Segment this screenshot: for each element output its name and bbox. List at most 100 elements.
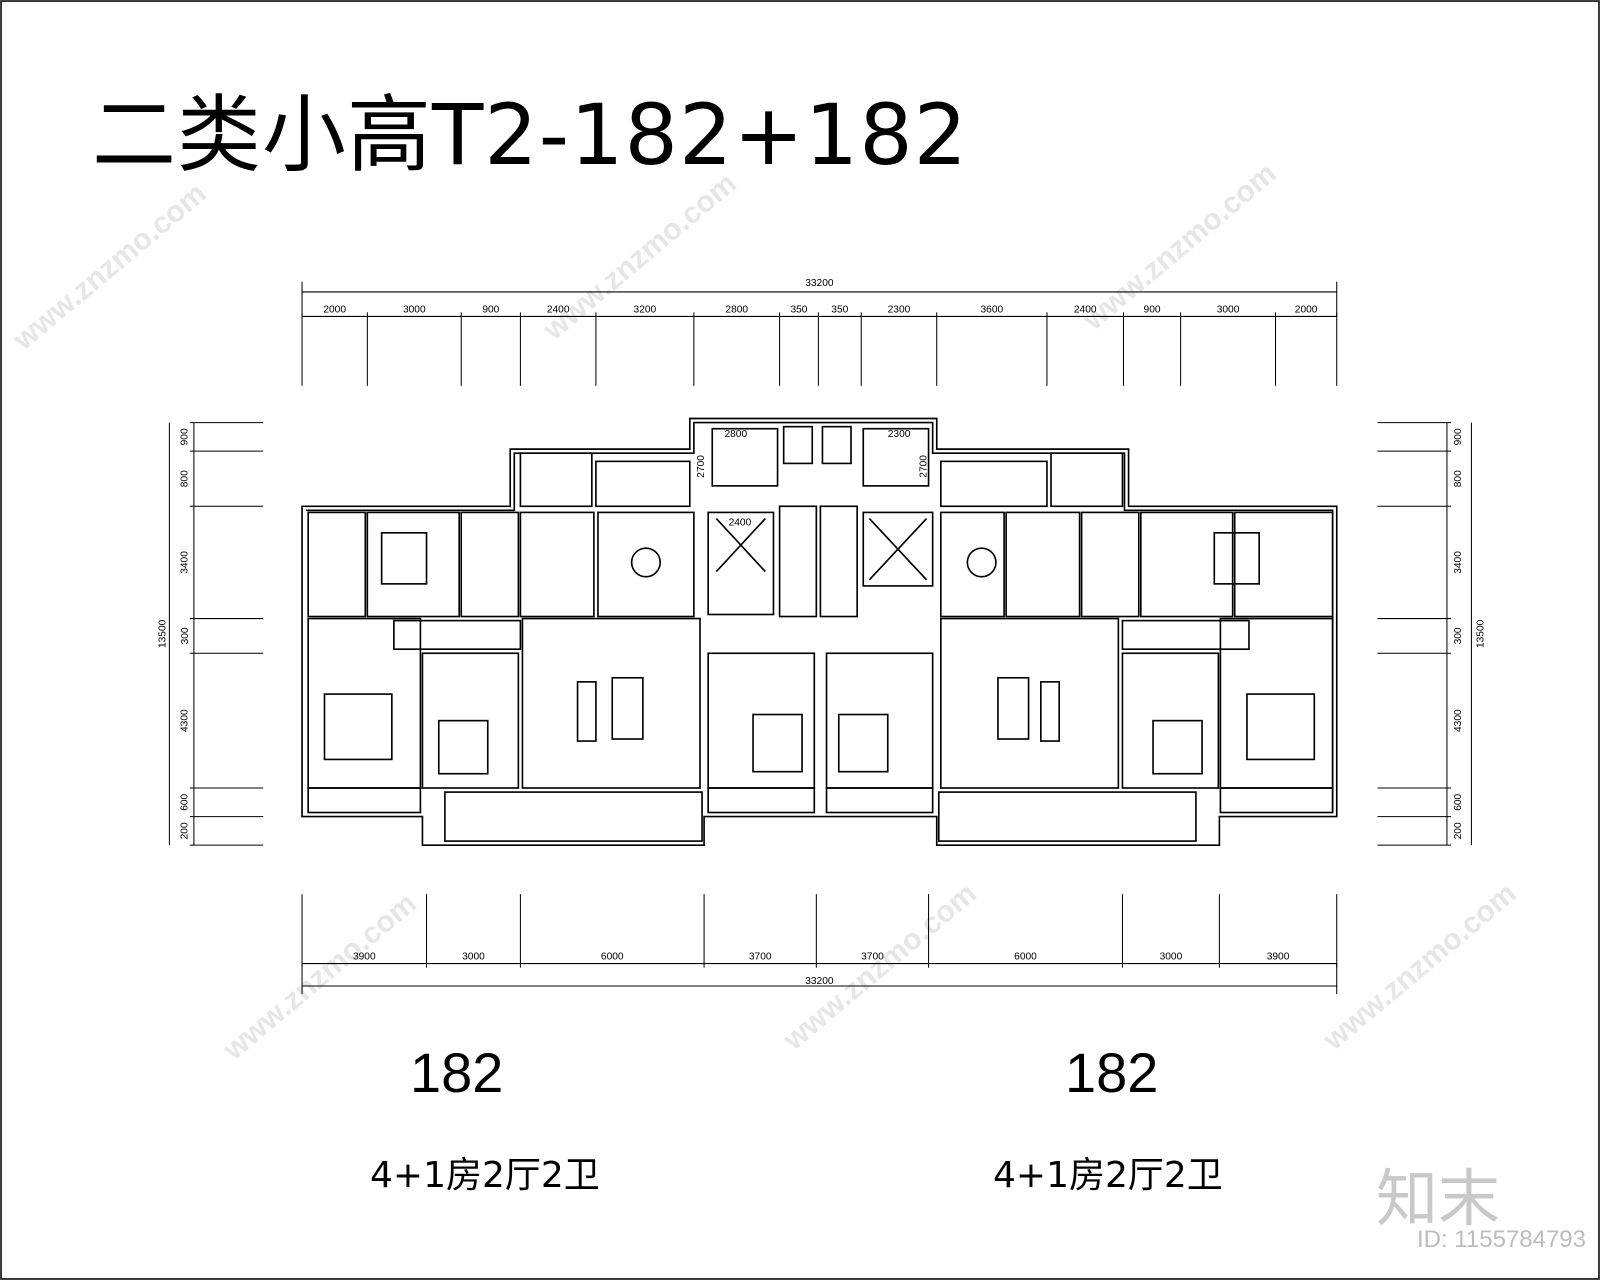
room-south-balcony (444, 791, 703, 842)
elevator-lobby (711, 427, 779, 487)
dim-segment-top: 900 (482, 304, 499, 315)
room-living (940, 617, 1120, 789)
elevator-cross (868, 517, 928, 581)
room-bedroom (825, 652, 934, 789)
room-bedroom (1121, 652, 1220, 789)
dim-segment-top: 350 (831, 304, 848, 315)
bed (752, 713, 803, 773)
dining-table (630, 547, 662, 578)
dim-segment-side: 3400 (180, 551, 191, 574)
dim-segment-bottom: 3700 (749, 951, 772, 962)
room-master-bedroom (1219, 617, 1334, 789)
core-dim-label: 2300 (888, 429, 911, 440)
dim-segment-side: 200 (180, 822, 191, 839)
dim-segment-top: 3600 (981, 304, 1004, 315)
dim-segment-top: 2300 (888, 304, 911, 315)
room-entrance (940, 460, 1048, 508)
room-bathroom (1233, 511, 1334, 618)
dim-segment-side: 900 (180, 428, 191, 445)
dim-segment-top: 2800 (725, 304, 748, 315)
bed (1152, 719, 1203, 775)
watermark-brand: 知末 (1375, 1162, 1500, 1235)
dim-segment-side: 600 (180, 793, 191, 810)
core-dim-label: 2800 (724, 429, 747, 440)
page-title: 二类小高T2-182+182 (92, 86, 969, 184)
dim-segment-side: 800 (180, 470, 191, 487)
bed (1213, 532, 1260, 585)
dim-segment-side: 4300 (180, 709, 191, 732)
bed (437, 719, 489, 775)
dim-total-top: 33200 (805, 278, 834, 289)
dim-segment-side: 3400 (1453, 551, 1464, 574)
dim-segment-side: 200 (1453, 822, 1464, 839)
unit-type-left: 4+1房2厅2卫 (370, 1155, 600, 1196)
room-kitchen (1005, 511, 1081, 618)
room-study (825, 787, 934, 814)
room-study (707, 787, 816, 814)
dim-segment-side: 300 (1453, 627, 1464, 644)
room-study (307, 787, 422, 814)
dim-segment-side: 4300 (1453, 709, 1464, 732)
dim-segment-bottom: 3900 (353, 951, 376, 962)
dim-segment-side: 800 (1453, 470, 1464, 487)
elevator-cross (715, 517, 766, 573)
room-corridor (1121, 619, 1250, 651)
dim-segment-side: 300 (180, 627, 191, 644)
watermark-id: ID: 1155784793 (1416, 1226, 1586, 1253)
dim-segment-bottom: 3700 (861, 951, 884, 962)
dim-total-side: 13500 (1476, 619, 1487, 648)
dim-total-bottom: 33200 (805, 976, 834, 987)
core-dim-label: 2400 (729, 518, 752, 529)
room-living (521, 617, 701, 789)
elevator-lobby (862, 427, 930, 487)
dim-segment-top: 3000 (403, 304, 426, 315)
room-bedroom (421, 652, 520, 789)
bed (837, 713, 889, 773)
room-south-balcony (937, 791, 1197, 842)
stair (778, 505, 818, 618)
room-dining (940, 511, 1005, 618)
elevator (707, 511, 775, 616)
dim-segment-top: 350 (790, 304, 807, 315)
inner-wall-line (306, 421, 1334, 813)
room-bathroom (307, 511, 367, 618)
room-entrance (595, 460, 691, 508)
dim-segment-bottom: 6000 (1014, 951, 1037, 962)
bed (1246, 693, 1316, 761)
room-kitchen (519, 511, 595, 618)
unit-area-right: 182 (1065, 1041, 1159, 1104)
bed (323, 693, 393, 761)
dim-segment-side: 600 (1453, 793, 1464, 810)
dim-segment-bottom: 3000 (1160, 951, 1183, 962)
room-balcony (519, 452, 593, 508)
dim-segment-bottom: 3000 (462, 951, 485, 962)
room-study (1219, 787, 1334, 814)
unit-area-left: 182 (410, 1041, 504, 1104)
dim-segment-top: 2000 (323, 304, 346, 315)
room-bathroom (460, 511, 520, 618)
room-bedroom (1140, 511, 1234, 618)
dim-segment-top: 3200 (634, 304, 657, 315)
outer-wall (301, 417, 1338, 846)
sofa (1040, 681, 1060, 742)
room-corridor (393, 619, 522, 651)
room-dining (597, 511, 695, 618)
core-dim-label: 2700 (919, 455, 930, 478)
dim-segment-top: 2400 (547, 304, 570, 315)
stair (819, 505, 858, 618)
fire-shaft (782, 425, 814, 465)
sofa (576, 681, 597, 742)
dim-segment-side: 900 (1453, 428, 1464, 445)
coffee-table (611, 676, 644, 740)
room-balcony (1050, 452, 1124, 508)
dim-segment-top: 3000 (1217, 304, 1240, 315)
coffee-table (997, 676, 1030, 740)
electrical-shaft (821, 425, 852, 465)
dim-segment-bottom: 6000 (601, 951, 624, 962)
core-dimension-labels: 2800 2300 2400 2700 2700 (696, 429, 929, 529)
bed (380, 532, 428, 585)
unit-type-right: 4+1房2厅2卫 (993, 1155, 1223, 1196)
elevator (862, 511, 934, 587)
